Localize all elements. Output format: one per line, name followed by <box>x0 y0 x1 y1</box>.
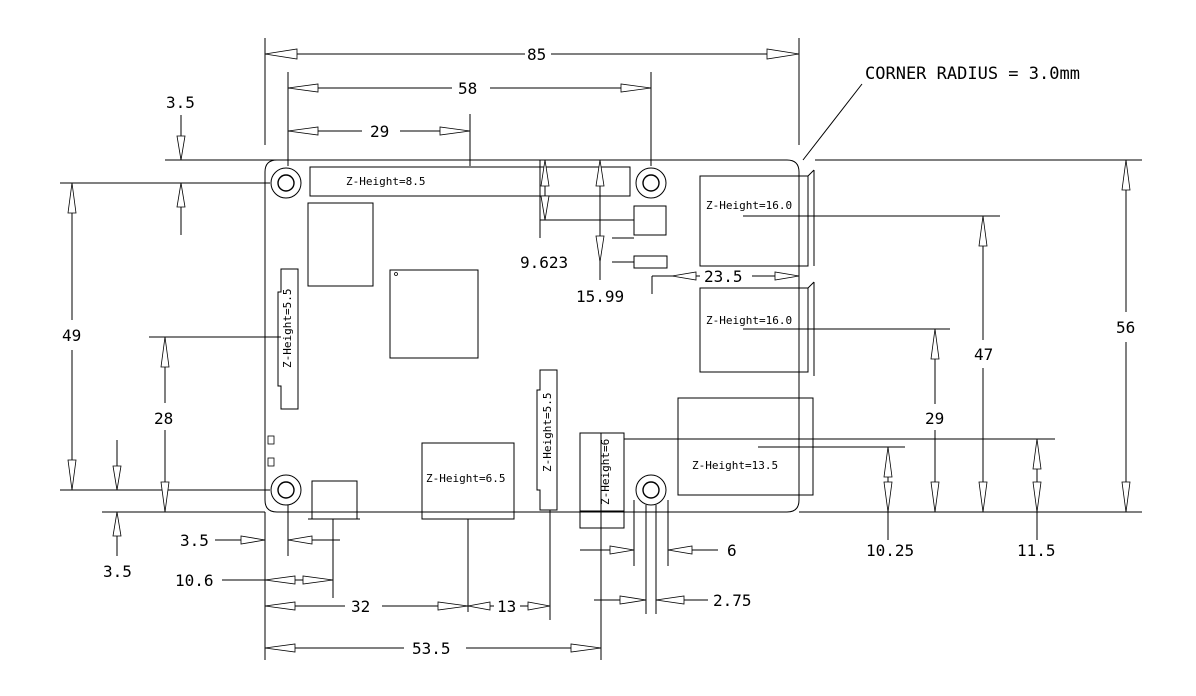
dim-3.5-top <box>176 115 186 235</box>
dim-58 <box>287 83 652 93</box>
dim-3.5-bottom <box>112 440 122 556</box>
dim-15.99-label: 15.99 <box>576 287 624 306</box>
dim-3.5-left-label: 3.5 <box>180 531 209 550</box>
dim-11.5 <box>1032 438 1042 540</box>
dim-32-label: 32 <box>351 597 370 616</box>
dim-11.5-label: 11.5 <box>1017 541 1056 560</box>
corner-radius-leader <box>802 83 863 161</box>
dim-32 <box>264 601 469 611</box>
dim-9.623-label: 9.623 <box>520 253 568 272</box>
led-left-1 <box>267 435 275 445</box>
mounting-hole-top-right <box>635 167 667 199</box>
soc-chip <box>389 269 479 359</box>
usb-mid-z-height: Z-Height=16.0 <box>706 314 792 327</box>
dim-29-right-label: 29 <box>925 409 944 428</box>
dim-29-right <box>930 328 940 513</box>
usb-port-mid <box>699 287 809 373</box>
board-outline <box>264 159 800 513</box>
power-connector <box>311 480 358 520</box>
ethernet-z-height: Z-Height=13.5 <box>692 459 778 472</box>
dim-53.5-label: 53.5 <box>412 639 451 658</box>
led-left-2 <box>267 457 275 467</box>
dim-29-top-label: 29 <box>370 122 389 141</box>
dim-49 <box>67 182 77 491</box>
gpio-header <box>309 166 631 197</box>
dim-29-top <box>287 126 471 136</box>
dim-49-label: 49 <box>62 326 81 345</box>
dim-85 <box>264 48 800 60</box>
soc-pin1-marker <box>394 272 398 276</box>
dim-56 <box>1121 159 1131 513</box>
dim-58-label: 58 <box>458 79 477 98</box>
corner-radius-note: CORNER RADIUS = 3.0mm <box>865 64 1080 84</box>
dim-23.5 <box>670 271 800 281</box>
component-square <box>633 205 667 236</box>
display-z-height: Z-Height=5.5 <box>281 289 294 368</box>
mounting-hole-bottom-left <box>270 474 302 506</box>
dim-85-label: 85 <box>527 45 546 64</box>
dim-23.5-label: 23.5 <box>704 267 743 286</box>
hdmi-z-height: Z-Height=6.5 <box>426 472 505 485</box>
audio-jack-barrel <box>579 510 625 529</box>
mounting-hole-bottom-right <box>635 474 667 506</box>
dim-3.5-bottom-label: 3.5 <box>103 562 132 581</box>
dim-28 <box>160 336 170 513</box>
dim-3.5-top-label: 3.5 <box>166 93 195 112</box>
dim-9.623 <box>540 159 550 221</box>
dim-13 <box>467 601 551 611</box>
dim-47 <box>978 215 988 513</box>
usb-port-top <box>699 175 809 267</box>
dim-15.99 <box>595 159 605 263</box>
dim-10.6-label: 10.6 <box>175 571 214 590</box>
dim-2.75-label: 2.75 <box>713 591 752 610</box>
wireless-module <box>307 202 374 287</box>
component-small <box>633 255 668 269</box>
dim-53.5 <box>264 643 602 653</box>
dim-13-label: 13 <box>497 597 516 616</box>
dim-10.6 <box>222 575 334 585</box>
mounting-hole-top-left <box>270 167 302 199</box>
audio-z-height: Z-Height=6 <box>599 439 612 505</box>
dim-6 <box>580 545 718 555</box>
dim-56-label: 56 <box>1116 318 1135 337</box>
usb-top-z-height: Z-Height=16.0 <box>706 199 792 212</box>
extension-lines <box>60 38 1142 660</box>
dim-6-label: 6 <box>727 541 737 560</box>
dim-10.25-label: 10.25 <box>866 541 914 560</box>
dim-3.5-left <box>215 535 340 545</box>
camera-z-height: Z-Height=5.5 <box>541 393 554 472</box>
gpio-z-height: Z-Height=8.5 <box>346 175 425 188</box>
display-connector <box>277 268 299 410</box>
dim-47-label: 47 <box>974 345 993 364</box>
dim-10.25 <box>883 446 893 540</box>
dim-28-label: 28 <box>154 409 173 428</box>
camera-connector <box>536 369 558 511</box>
dim-2.75 <box>594 595 708 605</box>
